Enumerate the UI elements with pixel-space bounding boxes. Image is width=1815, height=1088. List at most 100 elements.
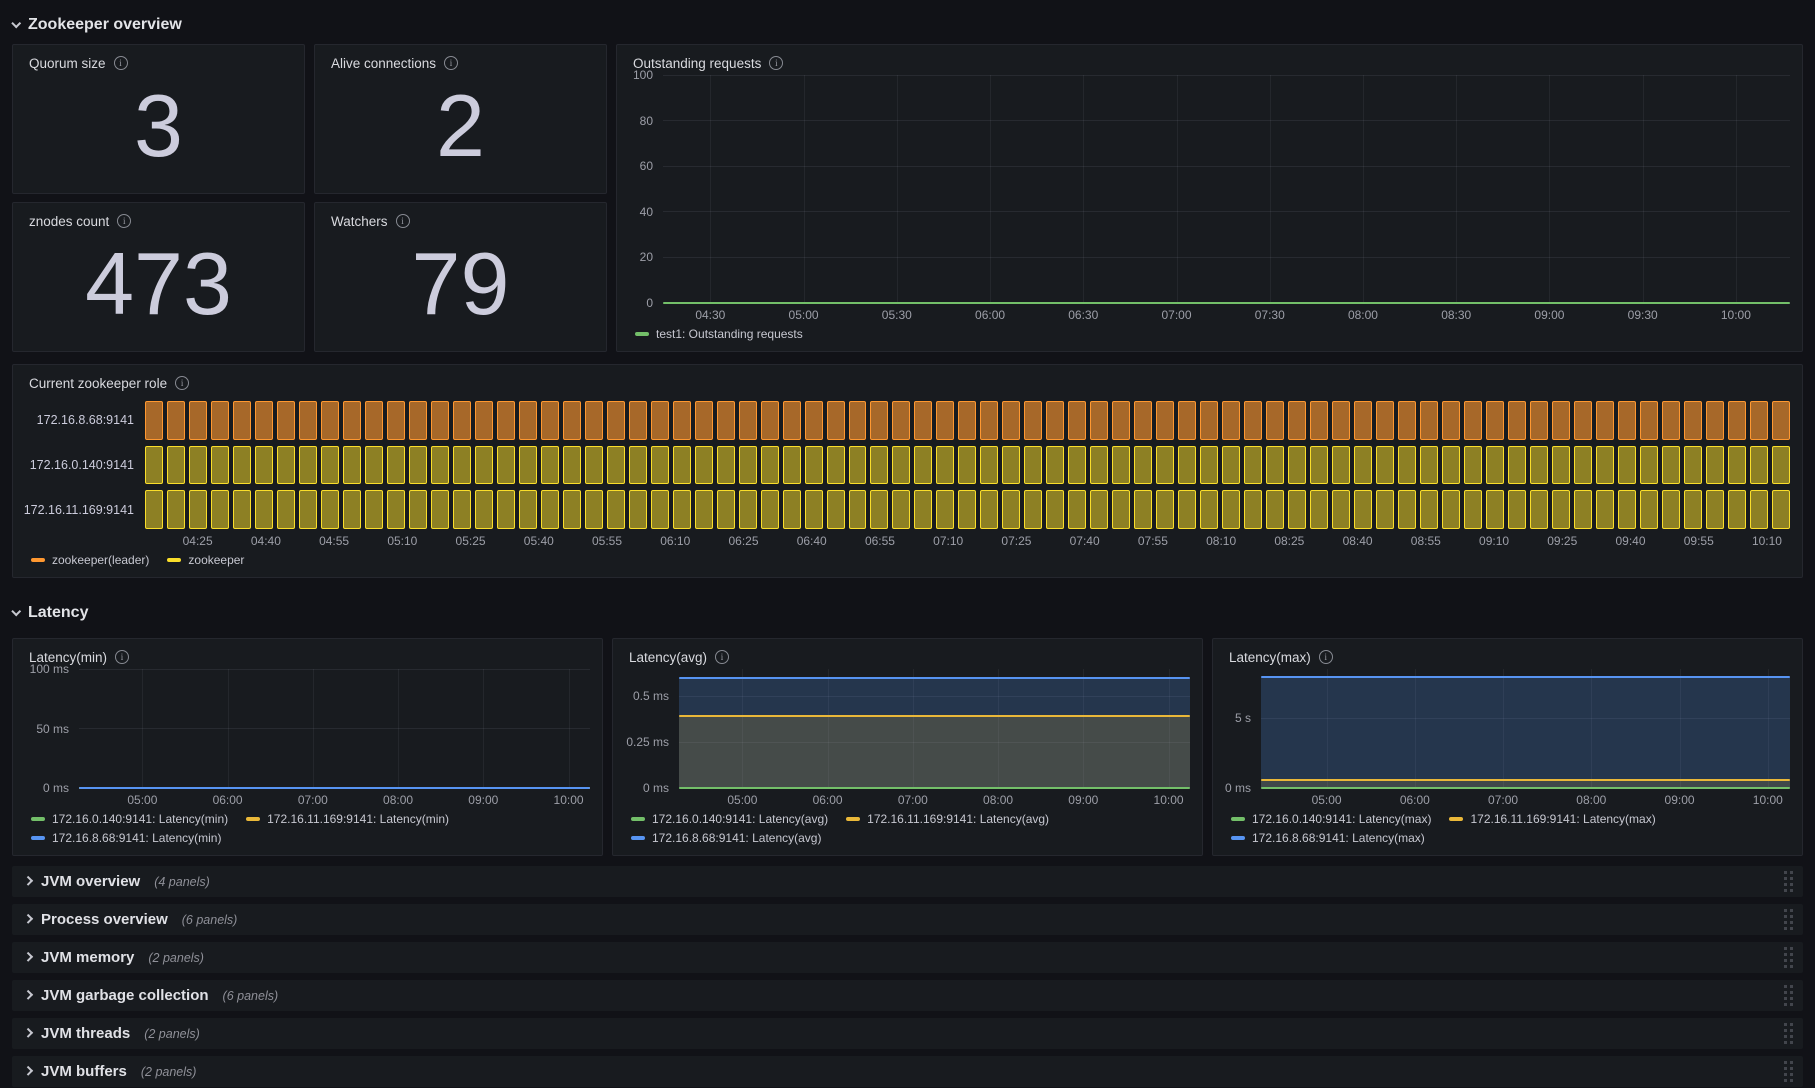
panel-header[interactable]: Latency(avg): [621, 645, 1194, 669]
v-gridline: [1735, 75, 1737, 303]
row-jvm-buffers[interactable]: JVM buffers (2 panels): [12, 1056, 1803, 1087]
drag-handle-icon[interactable]: [1784, 1023, 1793, 1044]
series-line: [679, 787, 1190, 789]
state-bar: [936, 445, 955, 485]
drag-handle-icon[interactable]: [1784, 985, 1793, 1006]
state-bar: [1090, 490, 1109, 530]
y-tick-label: 100 ms: [29, 662, 69, 676]
state-bar: [936, 401, 955, 440]
legend-item[interactable]: 172.16.0.140:9141: Latency(max): [1231, 812, 1431, 826]
state-bar: [1376, 445, 1395, 485]
info-icon[interactable]: [113, 56, 128, 70]
h-gridline: [679, 741, 1190, 743]
row-jvm-overview[interactable]: JVM overview (4 panels): [12, 866, 1803, 897]
state-bar: [1266, 401, 1285, 440]
info-icon[interactable]: [444, 56, 459, 70]
legend-item[interactable]: 172.16.8.68:9141: Latency(avg): [631, 831, 821, 845]
state-bar: [870, 401, 889, 440]
chart-legend: 172.16.0.140:9141: Latency(avg) 172.16.11…: [621, 808, 1194, 849]
section-latency[interactable]: Latency: [11, 598, 1803, 628]
legend-swatch: [846, 816, 861, 821]
state-bar: [320, 401, 339, 440]
series-line: [679, 715, 1190, 718]
state-bar: [1705, 490, 1724, 530]
panel-header[interactable]: Latency(min): [21, 645, 594, 669]
x-tick-label: 05:25: [455, 534, 486, 548]
state-bar: [980, 445, 999, 485]
state-bar: [496, 401, 515, 440]
state-bar: [364, 401, 383, 440]
drag-handle-icon[interactable]: [1784, 1061, 1793, 1082]
state-bar: [342, 490, 361, 530]
legend-item[interactable]: zookeeper(leader): [31, 553, 149, 567]
state-bar: [584, 490, 603, 530]
x-tick-label: 05:00: [727, 793, 758, 807]
info-icon[interactable]: [175, 376, 190, 390]
state-bar: [1288, 445, 1307, 485]
legend-item[interactable]: 172.16.11.169:9141: Latency(avg): [846, 812, 1049, 826]
state-bar: [1420, 490, 1439, 530]
panel-header[interactable]: Current zookeeper role: [21, 371, 1794, 395]
legend-swatch: [246, 816, 261, 821]
v-gridline: [227, 669, 229, 788]
x-tick-label: 04:30: [695, 308, 726, 322]
legend-item[interactable]: 172.16.0.140:9141: Latency(avg): [631, 812, 828, 826]
info-icon[interactable]: [395, 214, 410, 228]
panel-header[interactable]: Outstanding requests: [625, 51, 1794, 75]
legend-label: 172.16.11.169:9141: Latency(max): [1470, 811, 1656, 826]
state-bar: [1683, 445, 1702, 485]
series-fill: [1261, 677, 1790, 788]
row-jvm-memory[interactable]: JVM memory (2 panels): [12, 942, 1803, 973]
drag-handle-icon[interactable]: [1784, 947, 1793, 968]
state-bar: [958, 445, 977, 485]
x-tick-label: 09:00: [468, 793, 499, 807]
info-icon[interactable]: [769, 56, 784, 70]
row-jvm-threads[interactable]: JVM threads (2 panels): [12, 1018, 1803, 1049]
info-icon[interactable]: [117, 214, 132, 228]
panel-header[interactable]: Quorum size: [21, 51, 296, 75]
legend-item[interactable]: test1: Outstanding requests: [635, 327, 803, 341]
row-jvm-garbage-collection[interactable]: JVM garbage collection (6 panels): [12, 980, 1803, 1011]
legend-row: 172.16.0.140:9141: Latency(max) 172.16.11…: [1231, 809, 1794, 828]
state-bar: [1376, 401, 1395, 440]
info-icon[interactable]: [715, 650, 730, 664]
state-bar: [452, 401, 471, 440]
legend-item[interactable]: 172.16.11.169:9141: Latency(min): [246, 812, 449, 826]
panel-header[interactable]: Latency(max): [1221, 645, 1794, 669]
x-tick-label: 06:00: [975, 308, 1006, 322]
panel-quorum-size: Quorum size 3: [12, 44, 305, 194]
info-icon[interactable]: [115, 650, 130, 664]
panel-header[interactable]: Watchers: [323, 209, 598, 233]
legend-item[interactable]: 172.16.8.68:9141: Latency(min): [31, 831, 221, 845]
state-bar: [1661, 445, 1680, 485]
panel-header[interactable]: Alive connections: [323, 51, 598, 75]
drag-handle-icon[interactable]: [1784, 909, 1793, 930]
drag-handle-icon[interactable]: [1784, 871, 1793, 892]
chevron-right-icon: [23, 1065, 34, 1076]
panel-title: znodes count: [29, 213, 110, 229]
legend-item[interactable]: 172.16.0.140:9141: Latency(min): [31, 812, 228, 826]
panel-header[interactable]: znodes count: [21, 209, 296, 233]
legend-swatch: [1231, 816, 1245, 821]
legend-label: 172.16.8.68:9141: Latency(avg): [652, 830, 822, 845]
legend-item[interactable]: 172.16.11.169:9141: Latency(max): [1449, 811, 1656, 826]
state-bar: [408, 490, 427, 530]
info-icon[interactable]: [1318, 650, 1333, 664]
row-process-overview[interactable]: Process overview (6 panels): [12, 904, 1803, 935]
legend-item[interactable]: zookeeper: [167, 553, 244, 567]
chevron-right-icon: [23, 1027, 34, 1038]
state-bar: [210, 445, 229, 485]
state-bar: [914, 490, 933, 530]
legend-item[interactable]: 172.16.8.68:9141: Latency(max): [1231, 831, 1425, 845]
panel-title: Alive connections: [331, 55, 437, 71]
state-bar: [474, 445, 493, 485]
section-zookeeper-overview[interactable]: Zookeeper overview: [11, 10, 1803, 40]
state-bar: [386, 490, 405, 530]
v-gridline: [710, 75, 712, 303]
state-bar: [1134, 445, 1153, 485]
legend-swatch: [31, 835, 45, 840]
